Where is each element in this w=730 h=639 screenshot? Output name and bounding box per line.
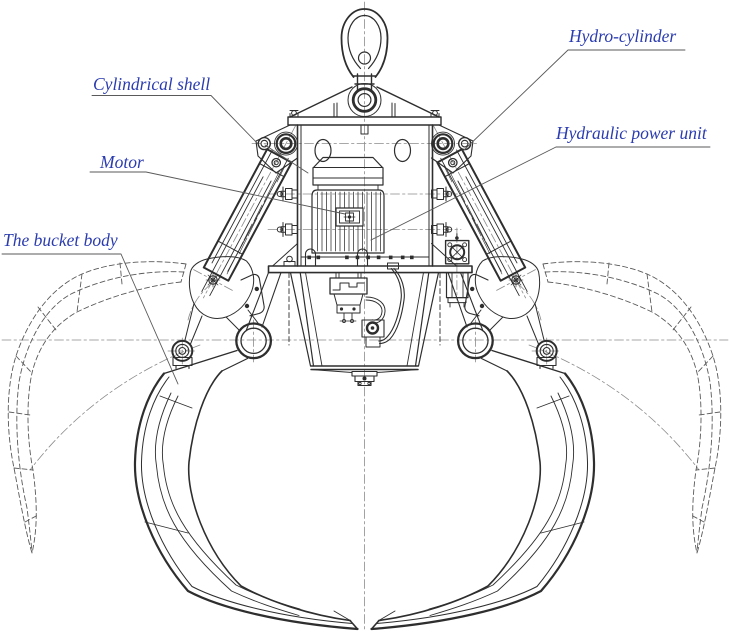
motor (311, 156, 385, 254)
leader-lines (1, 49, 711, 385)
rod-end-lug-left (184, 256, 259, 345)
label-hydro-cylinder: Hydro-cylinder (569, 26, 677, 46)
lifting-eye (340, 8, 389, 91)
right-side-assembly (370, 123, 596, 631)
label-cylindrical-shell: Cylindrical shell (93, 74, 211, 94)
claw-left (133, 349, 359, 631)
base-body (267, 243, 473, 387)
left-side-assembly (133, 124, 359, 631)
label-motor: Motor (100, 152, 144, 172)
wall-bolts-left (276, 186, 298, 237)
hydro-cylinder-left (201, 148, 293, 297)
label-the-bucket-body: The bucket body (3, 230, 118, 250)
hydraulic-power-unit (329, 233, 470, 348)
label-hydraulic-power-unit: Hydraulic power unit (556, 123, 707, 143)
open-claw-dashed-left (7, 261, 187, 554)
open-claw-dashed-right (542, 261, 722, 554)
